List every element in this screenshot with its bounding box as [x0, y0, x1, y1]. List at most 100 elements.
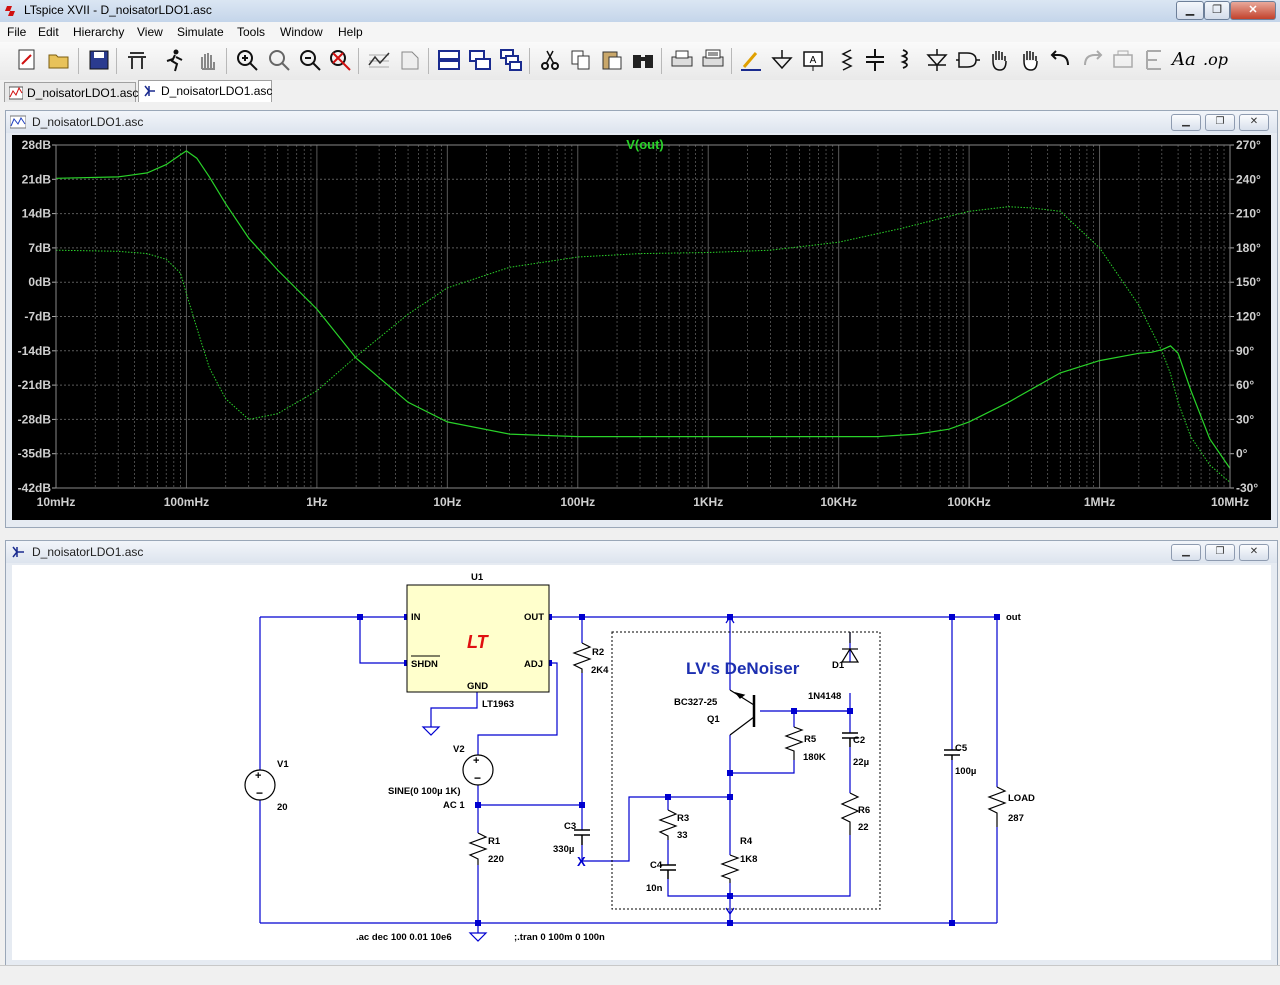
c2-name[interactable]: C2	[853, 735, 865, 746]
y-left-tick-label: 14dB	[22, 207, 52, 221]
label-net-icon[interactable]: A	[800, 47, 826, 73]
menu-window[interactable]: Window	[280, 25, 323, 39]
source-v1[interactable]: +− V1 20	[244, 759, 289, 813]
draw-wire-icon[interactable]	[738, 47, 764, 73]
schematic-canvas[interactable]: U1 IN OUT SHDN ADJ GND LT LT1963 out +− …	[12, 565, 1271, 960]
r5-value[interactable]: 180K	[803, 752, 826, 763]
resistor-icon[interactable]	[831, 47, 857, 73]
schematic-close-button[interactable]: ✕	[1239, 544, 1269, 561]
zoom-fit-icon[interactable]	[327, 47, 353, 73]
r3-value[interactable]: 33	[677, 830, 688, 841]
c3-value[interactable]: 330µ	[553, 844, 574, 855]
d1-value[interactable]: 1N4148	[808, 691, 841, 702]
open-icon[interactable]	[46, 47, 72, 73]
waveform-icon	[9, 86, 23, 100]
ground-icon[interactable]	[769, 47, 795, 73]
r2-name[interactable]: R2	[592, 647, 604, 658]
waveform-close-button[interactable]: ✕	[1239, 114, 1269, 131]
control-panel-icon[interactable]	[124, 47, 150, 73]
menu-edit[interactable]: Edit	[38, 25, 59, 39]
c4-name[interactable]: C4	[650, 860, 663, 871]
drag-hand-icon[interactable]	[1017, 47, 1043, 73]
zoom-in-icon[interactable]	[234, 47, 260, 73]
net-label-out[interactable]: out	[1006, 612, 1022, 623]
mirror-icon[interactable]	[1141, 47, 1167, 73]
c3-name[interactable]: C3	[564, 821, 576, 832]
load-value[interactable]: 287	[1008, 813, 1024, 824]
tile-vertical-icon[interactable]	[467, 47, 493, 73]
spice-directive-ac[interactable]: .ac dec 100 0.01 10e6	[356, 932, 452, 943]
zoom-pan-icon[interactable]	[266, 47, 292, 73]
tile-horizontal-icon[interactable]	[436, 47, 462, 73]
transistor-q1[interactable]	[729, 689, 756, 736]
new-schematic-icon[interactable]	[14, 47, 40, 73]
load-name[interactable]: LOAD	[1008, 793, 1035, 804]
close-button[interactable]: ✕	[1230, 1, 1276, 20]
denoiser-title[interactable]: LV's DeNoiser	[686, 659, 800, 678]
r1-name[interactable]: R1	[488, 836, 501, 847]
q1-value[interactable]: BC327-25	[674, 697, 718, 708]
zoom-back-icon[interactable]	[397, 47, 423, 73]
menu-simulate[interactable]: Simulate	[177, 25, 224, 39]
undo-icon[interactable]	[1048, 47, 1074, 73]
schematic-minimize-button[interactable]: ▁	[1171, 544, 1201, 561]
r3-name[interactable]: R3	[677, 813, 689, 824]
cascade-icon[interactable]	[498, 47, 524, 73]
menu-help[interactable]: Help	[338, 25, 363, 39]
c4-value[interactable]: 10n	[646, 883, 663, 894]
schematic-restore-button[interactable]: ❐	[1205, 544, 1235, 561]
halt-icon[interactable]	[194, 47, 220, 73]
spice-directive-icon[interactable]: .op	[1203, 50, 1228, 69]
print-setup-icon[interactable]	[700, 47, 726, 73]
zoom-out-icon[interactable]	[297, 47, 323, 73]
menu-file[interactable]: File	[7, 25, 27, 39]
redo-icon[interactable]	[1079, 47, 1105, 73]
print-icon[interactable]	[669, 47, 695, 73]
paste-icon[interactable]	[599, 47, 625, 73]
ic-u1[interactable]: U1 IN OUT SHDN ADJ GND LT LT1963	[406, 572, 550, 710]
tab-schematic[interactable]: D_noisatorLDO1.asc	[138, 80, 272, 102]
spice-directive-tran[interactable]: ;.tran 0 100m 0 100n	[514, 932, 605, 943]
diode-d1[interactable]	[840, 632, 860, 663]
text-icon[interactable]: Aa	[1172, 49, 1196, 70]
component-icon[interactable]	[955, 47, 981, 73]
run-icon[interactable]	[162, 47, 188, 73]
r2-value[interactable]: 2K4	[591, 665, 609, 676]
r4-value[interactable]: 1K8	[740, 854, 757, 865]
waveform-restore-button[interactable]: ❐	[1205, 114, 1235, 131]
waveform-minimize-button[interactable]: ▁	[1171, 114, 1201, 131]
wires[interactable]	[259, 616, 998, 924]
find-icon[interactable]	[630, 47, 656, 73]
copy-icon[interactable]	[568, 47, 594, 73]
save-icon[interactable]	[86, 47, 112, 73]
menu-view[interactable]: View	[137, 25, 163, 39]
c2-value[interactable]: 22µ	[853, 757, 869, 768]
menu-hierarchy[interactable]: Hierarchy	[73, 25, 125, 39]
r6-value[interactable]: 22	[858, 822, 869, 833]
rotate-icon[interactable]	[1110, 47, 1136, 73]
move-hand-icon[interactable]	[986, 47, 1012, 73]
q1-name[interactable]: Q1	[707, 714, 720, 725]
minimize-button[interactable]: ▁	[1176, 1, 1204, 20]
inductor-icon[interactable]	[893, 47, 919, 73]
schematic-icon	[12, 546, 24, 558]
tab-waveform[interactable]: D_noisatorLDO1.asc	[4, 82, 138, 102]
cut-icon[interactable]	[537, 47, 563, 73]
source-v2[interactable]: +− V2 SINE(0 100µ 1K) AC 1	[388, 744, 494, 811]
r5-name[interactable]: R5	[804, 734, 817, 745]
r1-value[interactable]: 220	[488, 854, 504, 865]
r6-name[interactable]: R6	[858, 805, 870, 816]
d1-name[interactable]: D1	[832, 660, 845, 671]
trace-label[interactable]: V(out)	[626, 137, 664, 152]
autorange-icon[interactable]	[366, 47, 392, 73]
c5-name[interactable]: C5	[955, 743, 968, 754]
c5-value[interactable]: 100µ	[955, 766, 976, 777]
r4-name[interactable]: R4	[740, 836, 753, 847]
maximize-button[interactable]: ❐	[1204, 1, 1230, 20]
capacitor-icon[interactable]	[862, 47, 888, 73]
diode-icon[interactable]	[924, 47, 950, 73]
menu-tools[interactable]: Tools	[237, 25, 266, 39]
